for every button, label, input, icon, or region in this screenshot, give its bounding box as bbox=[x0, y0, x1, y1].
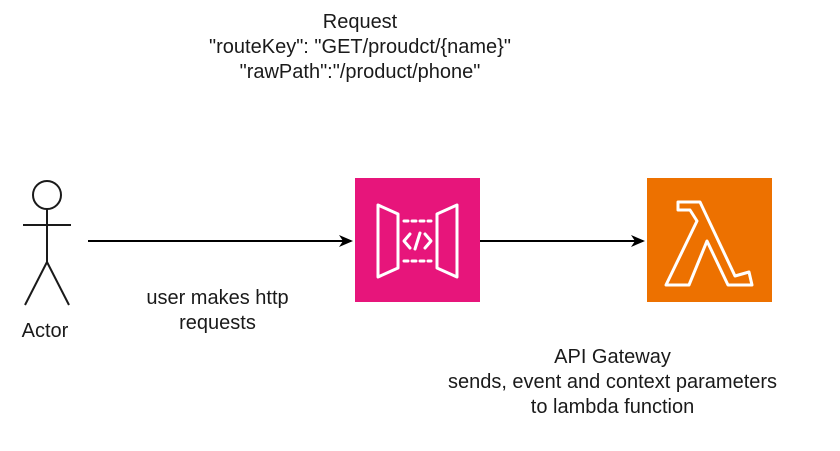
gateway-edge-label-line1: API Gateway bbox=[554, 346, 671, 368]
gateway-edge-label: API Gateway sends, event and context par… bbox=[400, 345, 825, 420]
request-title: Request bbox=[322, 11, 398, 33]
lambda-icon bbox=[664, 200, 754, 287]
lambda-node[interactable] bbox=[647, 178, 772, 302]
gateway-edge-label-line3: to lambda function bbox=[530, 396, 695, 418]
request-note: Request "routeKey": "GET/proudct/{name}"… bbox=[160, 10, 560, 85]
actor-label: Actor bbox=[21, 320, 69, 342]
actor-right-leg bbox=[46, 261, 70, 306]
user-edge-label-line1: user makes http bbox=[146, 287, 289, 309]
gateway-edge-label-line2: sends, event and context parameters bbox=[447, 371, 778, 393]
actor-left-leg bbox=[24, 261, 48, 306]
actor-head bbox=[32, 180, 62, 210]
user-edge-label: user makes http requests bbox=[105, 286, 330, 336]
actor-figure[interactable] bbox=[23, 180, 71, 306]
request-raw-path: "rawPath":"/product/phone" bbox=[239, 61, 481, 83]
user-edge-label-line2: requests bbox=[179, 312, 256, 334]
api-gateway-node[interactable] bbox=[355, 178, 480, 302]
request-route-key: "routeKey": "GET/proudct/{name}" bbox=[209, 36, 511, 58]
api-gateway-icon bbox=[376, 203, 459, 279]
